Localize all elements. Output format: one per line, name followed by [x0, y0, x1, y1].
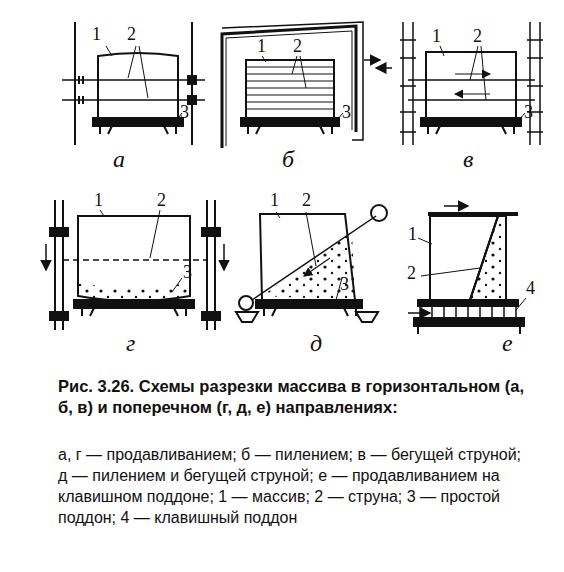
scheme-v [400, 22, 543, 145]
callout-number: 1 [408, 224, 417, 244]
scheme-a [62, 22, 205, 145]
scheme-e [408, 206, 526, 334]
scheme-letter: е [502, 330, 513, 356]
scheme-d [236, 205, 387, 322]
callout-number: 1 [257, 36, 266, 56]
callout-number: 2 [407, 263, 416, 283]
callout-number: 3 [340, 274, 349, 294]
callout-number: 3 [180, 102, 189, 122]
callout-number: 4 [526, 278, 535, 298]
callout-number: 2 [473, 26, 482, 46]
callout-number: 3 [524, 102, 533, 122]
scheme-letter: д [310, 330, 322, 356]
scheme-letter: а [113, 146, 125, 172]
caption-legend-text: а, г — продавливанием; б — пилением; в —… [58, 444, 528, 528]
callout-number: 1 [270, 190, 279, 210]
scheme-letter: г [126, 330, 135, 356]
callout-number: 2 [157, 190, 166, 210]
figure-caption: Рис. 3.26. Схемы разрезки массива в гори… [58, 376, 528, 418]
callout-number: 3 [342, 102, 351, 122]
callout-number: 2 [302, 190, 311, 210]
scheme-letter: б [282, 146, 294, 172]
scheme-letter: в [463, 146, 473, 172]
callout-number: 1 [432, 26, 441, 46]
scheme-g [46, 200, 224, 330]
callout-number: 2 [293, 36, 302, 56]
scheme-b [222, 22, 392, 148]
callout-number: 3 [183, 262, 192, 282]
callout-number: 1 [92, 24, 101, 44]
callout-number: 2 [127, 24, 136, 44]
callout-number: 1 [94, 190, 103, 210]
